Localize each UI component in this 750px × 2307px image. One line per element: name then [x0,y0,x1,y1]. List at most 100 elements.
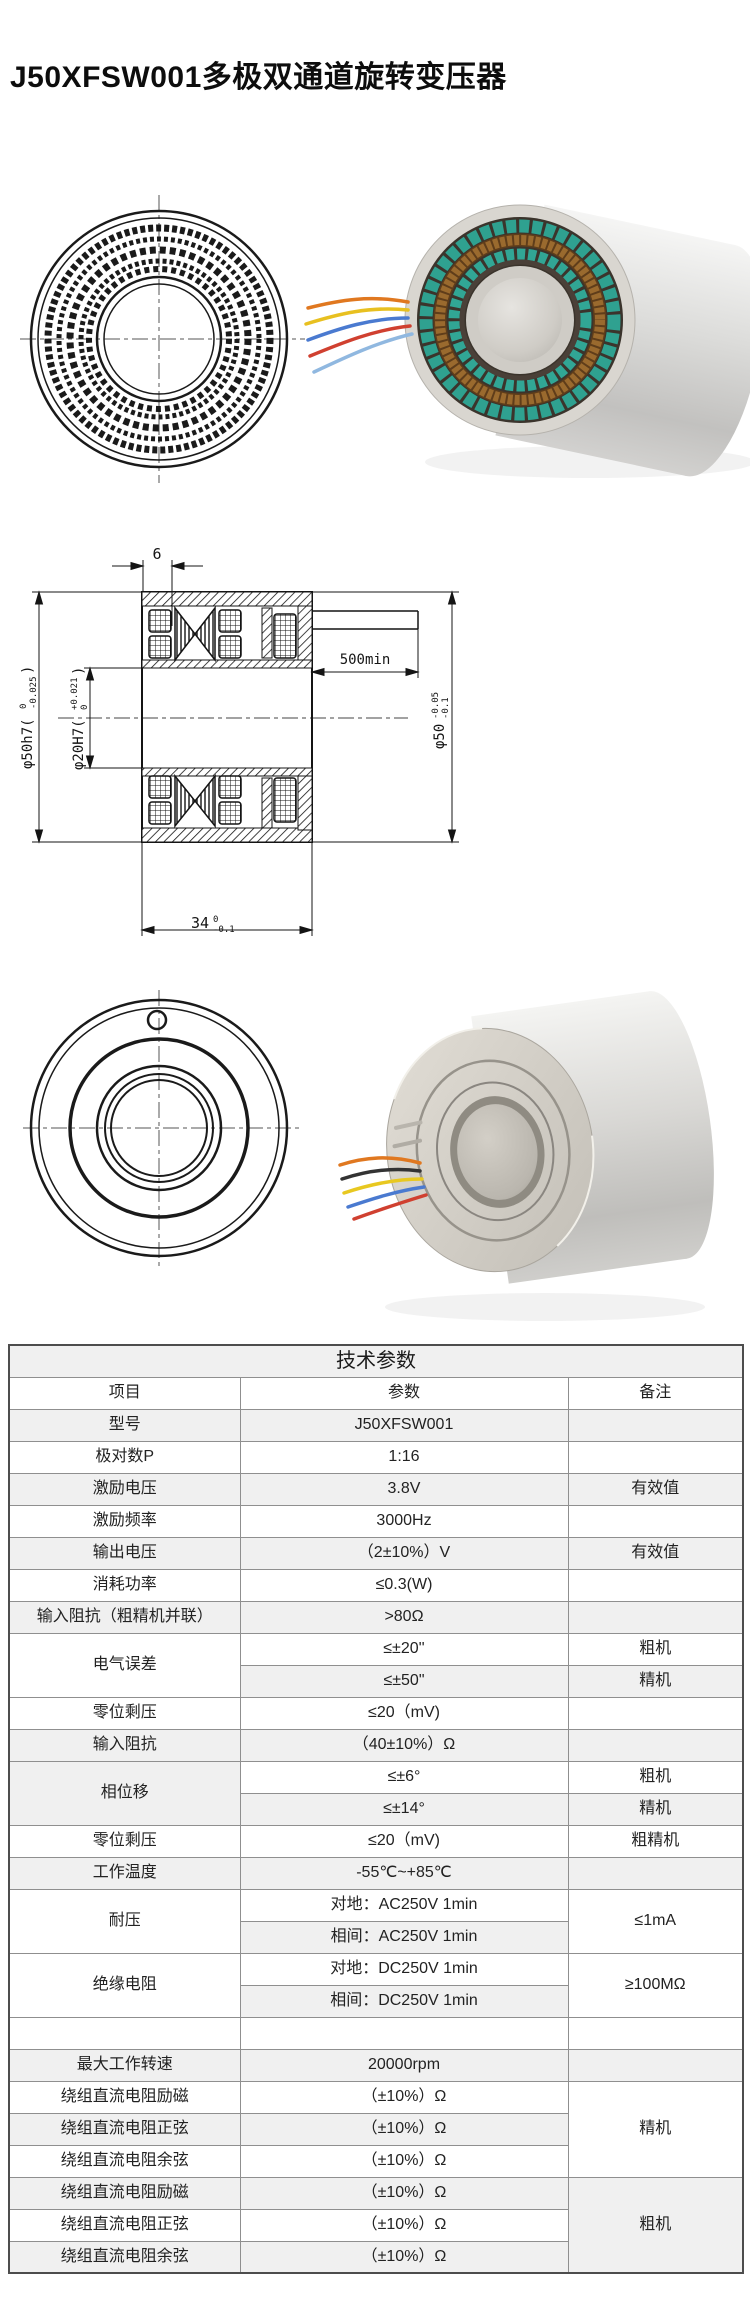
center-bore [457,1104,538,1200]
svg-text:34: 34 [191,914,209,932]
spec-table: 技术参数 项目 参数 备注 型号 J50XFSW001 极对数P 1:16 激励… [8,1344,744,2274]
center-bore [478,278,562,362]
spec-note: 粗机 [567,1760,744,1794]
dim-outer-diameter-left: φ50h7( 0 -0.025 ) [19,666,39,769]
spec-value: （±10%）Ω [239,2240,569,2274]
svg-text:): ) [71,667,87,675]
svg-text:-0.1: -0.1 [441,697,451,719]
spec-item: 绕组直流电阻正弦 [8,2112,241,2146]
table-row: 输出电压 （2±10%）V 有效值 [8,1536,744,1570]
dim-outer-diameter-right: φ50 -0.05 -0.1 [431,692,451,749]
table-row: 激励电压 3.8V 有效值 [8,1472,744,1506]
spec-item: 相位移 [8,1760,241,1826]
spec-item: 绕组直流电阻励磁 [8,2176,241,2210]
table-row: 输入阻抗（粗精机并联） >80Ω [8,1600,744,1634]
spec-item: 绝缘电阻 [8,1952,241,2018]
dimension-drawing: 6 500min φ50h7( 0 -0.025 ) φ20H7( +0.021… [19,545,459,936]
table-row: 消耗功率 ≤0.3(W) [8,1568,744,1602]
spec-value: ≤20（mV) [239,1696,569,1730]
table-row: 输入阻抗 （40±10%）Ω [8,1728,744,1762]
spec-value: （2±10%）V [239,1536,569,1570]
table-row-blank [8,2016,744,2050]
spec-item: 零位剩压 [8,1824,241,1858]
table-row: 绕组直流电阻励磁 （±10%）Ω 精机 [8,2080,744,2178]
dim-bore-diameter: φ20H7( +0.021 0 ) [70,667,90,770]
spec-value: 1:16 [239,1440,569,1474]
spec-note [567,1696,744,1730]
spec-value: 对地：DC250V 1min [239,1952,569,1986]
spec-item: 绕组直流电阻励磁 [8,2080,241,2114]
copper-winding-ring [435,235,605,405]
table-row: 零位剩压 ≤20（mV) [8,1696,744,1730]
spec-value: ≤20（mV) [239,1824,569,1858]
spec-note: 精机 [567,1792,744,1826]
spec-value: J50XFSW001 [239,1408,569,1442]
spec-item [8,2016,241,2050]
table-row: 绕组直流电阻励磁 （±10%）Ω 粗机 [8,2176,744,2274]
page-title: J50XFSW001多极双通道旋转变压器 [10,61,507,94]
spec-value: 20000rpm [239,2048,569,2082]
winding-coils-lower [148,773,297,829]
table-header-row: 项目 参数 备注 [8,1376,744,1410]
spec-note: 粗精机 [567,1824,744,1858]
table-row: 工作温度 -55℃~+85℃ [8,1856,744,1890]
spec-item: 输入阻抗（粗精机并联） [8,1600,241,1634]
table-title: 技术参数 [8,1344,744,1378]
spec-value: 3.8V [239,1472,569,1506]
dimension-lines [32,560,459,936]
spec-value: （±10%）Ω [239,2208,569,2242]
product-photo-housing [338,991,714,1321]
table-row: 激励频率 3000Hz [8,1504,744,1538]
spec-value: ≤±50" [239,1664,569,1698]
spec-note [567,1568,744,1602]
spec-value: （40±10%）Ω [239,1728,569,1762]
table-row: 零位剩压 ≤20（mV) 粗精机 [8,1824,744,1858]
device-face [404,204,636,436]
product-photo-windings [304,204,750,478]
table-row: 电气误差 ≤±20'' 粗机 [8,1632,744,1698]
table-row: 耐压 对地：AC250V 1min ≤1mA [8,1888,744,1954]
spec-note: 精机 [567,1664,744,1698]
spec-item: 极对数P [8,1440,241,1474]
spec-note: 有效值 [567,1536,744,1570]
spec-value: 相间：DC250V 1min [239,1984,569,2018]
spec-value: （±10%）Ω [239,2144,569,2178]
svg-text:): ) [20,666,36,674]
stator-winding-drawing [20,195,305,483]
spec-value: 相间：AC250V 1min [239,1920,569,1954]
spec-value: （±10%）Ω [239,2176,569,2210]
table-row: 极对数P 1:16 [8,1440,744,1474]
photo-shadow [385,1293,705,1321]
lead-wires [338,1156,428,1221]
spec-note: 精机 [567,2080,744,2178]
svg-text:φ50: φ50 [432,724,448,749]
spec-value: 3000Hz [239,1504,569,1538]
spec-note [567,1728,744,1762]
spec-value: ≤±20'' [239,1632,569,1666]
spec-note: ≤1mA [567,1888,744,1954]
spec-item: 输入阻抗 [8,1728,241,1762]
cross-section-body [141,591,419,843]
lead-cable [312,610,419,630]
svg-text:0: 0 [19,704,29,709]
col-header-value: 参数 [239,1376,569,1410]
col-header-note: 备注 [567,1376,744,1410]
spec-item: 电气误差 [8,1632,241,1698]
dim-top-width: 6 [152,545,161,563]
svg-text:0: 0 [213,915,218,925]
spec-value: ≤0.3(W) [239,1568,569,1602]
spec-note [567,1856,744,1890]
spec-value: 对地：AC250V 1min [239,1888,569,1922]
svg-text:φ20H7(: φ20H7( [71,719,87,770]
table-row: 绝缘电阻 对地：DC250V 1min ≥100MΩ [8,1952,744,2018]
svg-text:-0.05: -0.05 [431,692,441,719]
spec-note: 有效值 [567,1472,744,1506]
spec-note [567,2016,744,2050]
spec-item: 绕组直流电阻余弦 [8,2144,241,2178]
spec-note [567,1440,744,1474]
table-row: 相位移 ≤±6° 粗机 [8,1760,744,1826]
table-title-row: 技术参数 [8,1344,744,1378]
spec-value: ≤±14° [239,1792,569,1826]
spec-item: 零位剩压 [8,1696,241,1730]
